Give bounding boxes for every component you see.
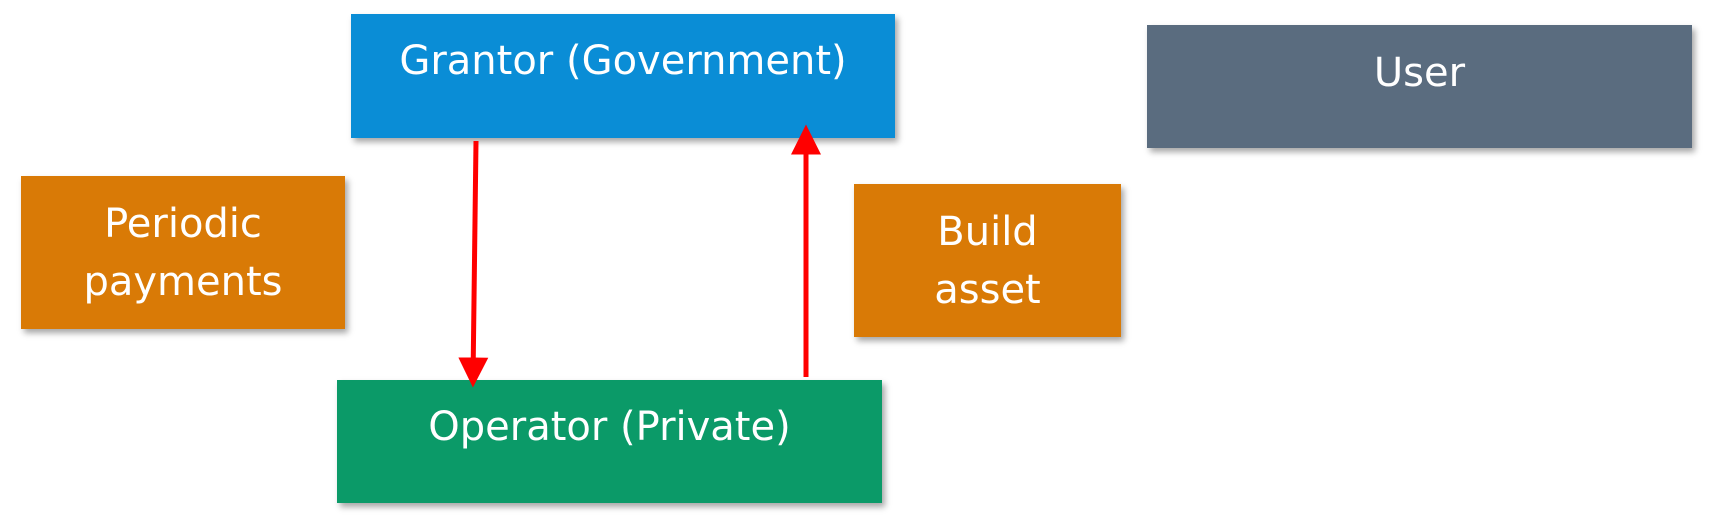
- grantor-label: Grantor (Government): [399, 38, 847, 84]
- periodic-payments-label: Periodic payments: [83, 200, 283, 305]
- operator-label: Operator (Private): [428, 403, 791, 450]
- build-asset-box: Build asset: [854, 184, 1121, 337]
- user-label: User: [1373, 49, 1466, 96]
- build-asset-label: Build asset: [934, 208, 1041, 313]
- user-box: User: [1147, 25, 1692, 148]
- operator-box: Operator (Private): [337, 380, 882, 503]
- periodic-payments-box: Periodic payments: [21, 176, 345, 329]
- arrow-grantor-to-operator: [458, 140, 489, 388]
- grantor-box: Grantor (Government): [351, 14, 895, 138]
